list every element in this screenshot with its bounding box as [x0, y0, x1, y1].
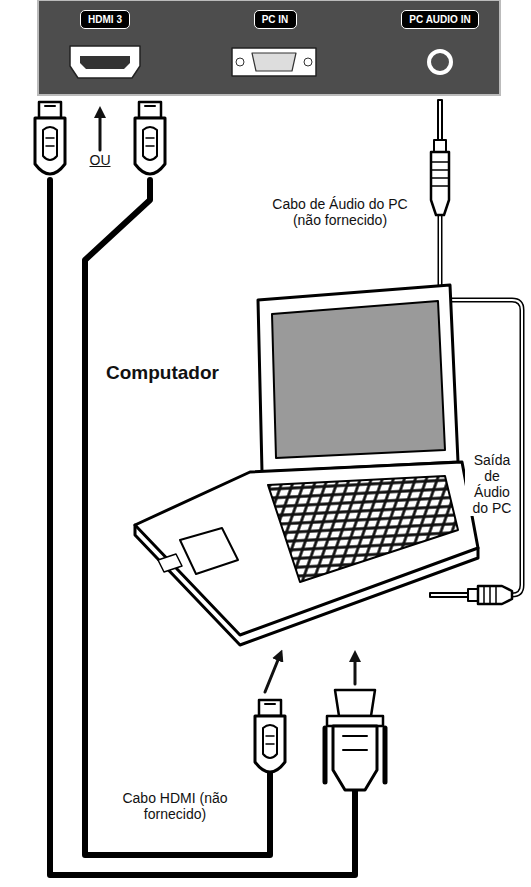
hdmi-plug-tip	[45, 105, 55, 107]
audio-plug-body	[431, 152, 449, 215]
vga-port-socket	[252, 53, 296, 71]
hdmi-plug-grip	[263, 725, 277, 758]
insert-arrow	[354, 656, 357, 684]
audio-plug-grip	[431, 161, 449, 163]
audio-plug-tip	[430, 593, 468, 597]
insert-arrow	[99, 112, 102, 150]
hdmi-plug-tip	[139, 102, 161, 118]
laptop-lid	[258, 285, 458, 472]
hdmi-plug-body	[135, 118, 165, 174]
port-name: PC IN	[262, 14, 289, 25]
laptop-touchpad	[180, 528, 238, 574]
vga-plug-head	[335, 690, 375, 716]
audio-plug-grip	[431, 177, 449, 179]
hdmi-plug-body	[35, 118, 65, 174]
output-label: Saída de Áudio do PC	[465, 452, 519, 516]
insert-arrow	[265, 655, 280, 692]
vga-screw	[304, 58, 312, 66]
port-name: HDMI 3	[88, 14, 122, 25]
vga-screw	[236, 58, 244, 66]
vga-plug-screw	[323, 728, 328, 782]
device-label: Computador	[106, 362, 219, 384]
hdmi-plug-tip	[39, 102, 61, 118]
hdmi-port-slot	[80, 56, 130, 69]
vga-plug-grip	[343, 736, 367, 750]
cable-label: Cabo HDMI (não fornecido)	[110, 790, 240, 822]
laptop-screen	[272, 301, 445, 458]
vga-plug-body	[333, 726, 377, 790]
audio-plug-grip	[495, 586, 497, 604]
vga-plug-screw	[383, 728, 388, 782]
or-label: OU	[90, 152, 111, 168]
laptop-base	[135, 462, 478, 635]
audio-jack	[429, 51, 451, 73]
port-label: PC IN	[254, 10, 297, 29]
port-name: PC AUDIO IN	[409, 14, 470, 25]
hdmi-port	[70, 46, 140, 78]
hdmi-plug-grip	[143, 127, 157, 160]
cable-label: Cabo de Áudio do PC (não fornecido)	[270, 196, 410, 228]
vga-port	[232, 48, 316, 76]
audio-plug-grip	[489, 586, 491, 604]
hdmi-plug-tip	[265, 703, 275, 705]
tv-panel	[38, 0, 500, 95]
port-label: HDMI 3	[80, 10, 130, 29]
audio-plug-grip	[483, 586, 485, 604]
audio-plug-grip	[431, 185, 449, 187]
audio-plug-ring	[468, 589, 478, 601]
hdmi-plug-tip	[145, 105, 155, 107]
hdmi-plug-grip	[46, 138, 54, 146]
audio-plug-body	[478, 586, 512, 604]
hdmi-plug-grip	[146, 138, 154, 146]
audio-plug-ring	[434, 140, 446, 152]
audio-plug-grip	[431, 169, 449, 171]
hdmi-plug-tip	[259, 700, 281, 716]
laptop-keyboard	[268, 476, 458, 582]
laptop-button	[158, 554, 182, 572]
audio-plug-tip	[438, 100, 442, 140]
hdmi-plug-body	[255, 716, 285, 772]
port-label: PC AUDIO IN	[401, 10, 479, 29]
hdmi-plug-grip	[43, 127, 57, 160]
hdmi-plug-grip	[266, 736, 274, 744]
